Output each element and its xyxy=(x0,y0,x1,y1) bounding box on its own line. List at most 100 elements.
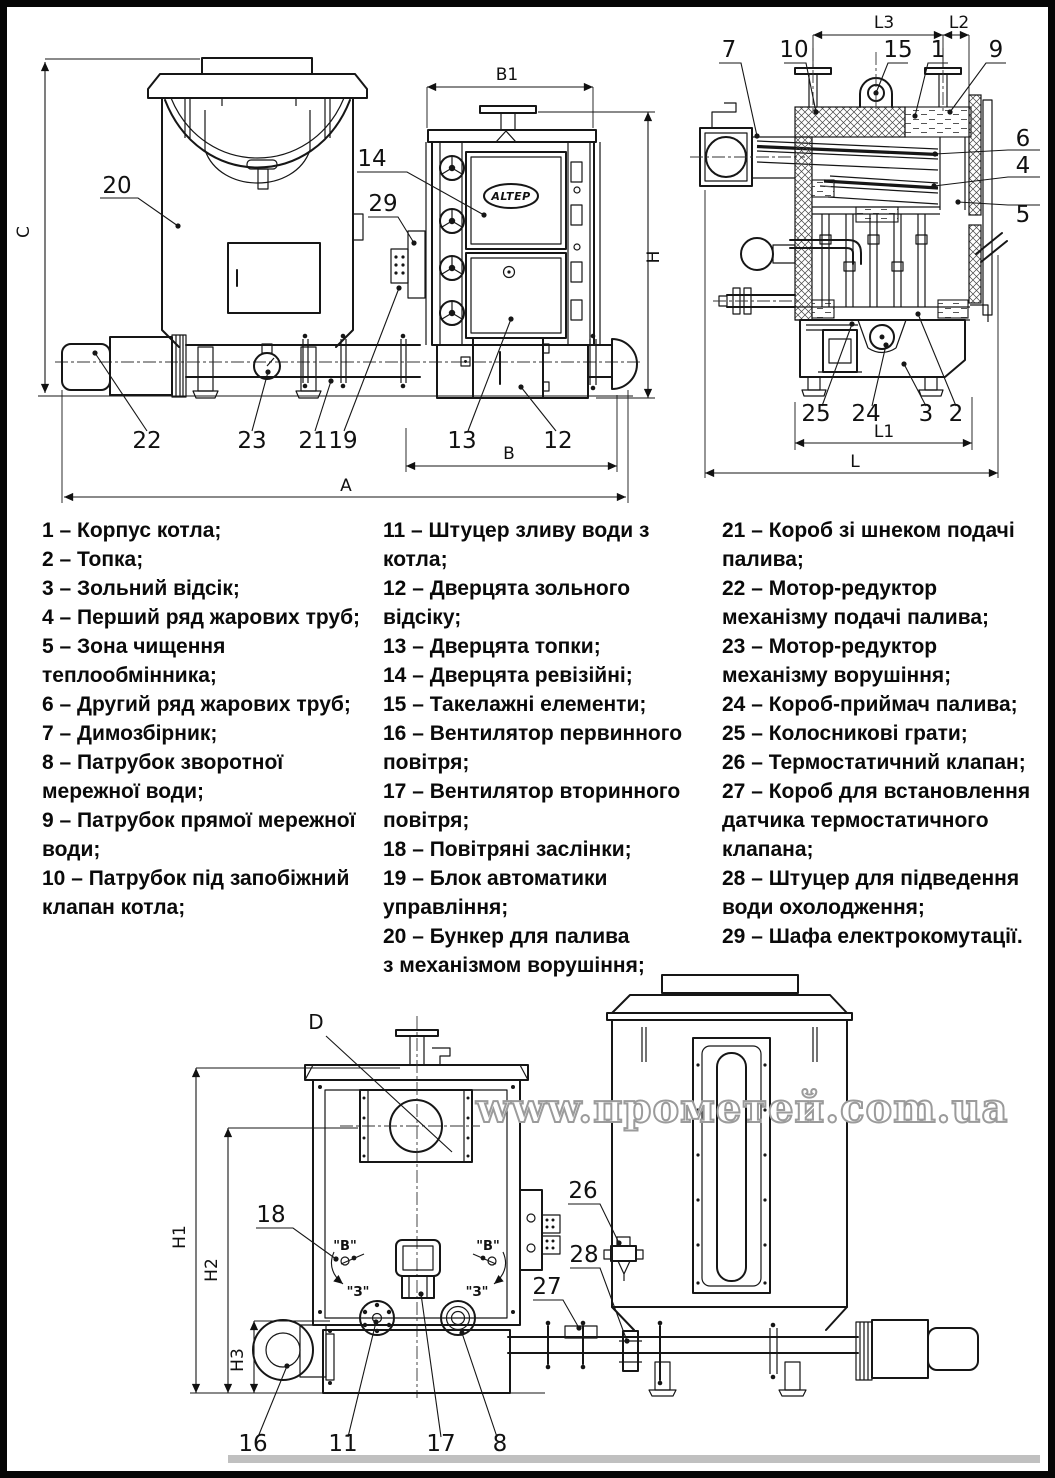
electric-cabinet xyxy=(407,230,426,299)
callout-18: 18 xyxy=(256,1202,285,1228)
callout-8: 8 xyxy=(493,1431,508,1457)
revision-door xyxy=(465,151,567,250)
callout-16: 16 xyxy=(238,1431,267,1457)
bunker-access-door xyxy=(227,242,321,314)
dim-label-B1: B1 xyxy=(496,65,518,85)
fan-scroll xyxy=(740,237,774,271)
auger-end-cap xyxy=(611,338,638,390)
legend-item: 17 – Вентилятор вторинного повітря; xyxy=(383,780,681,832)
dim-label-C: C xyxy=(14,226,34,238)
bunker-top-cap xyxy=(201,57,313,75)
legend-item: 28 – Штуцер для підведення води охолодже… xyxy=(722,867,1020,919)
door-handwheels xyxy=(439,155,465,326)
watermark: www.прометей.com.ua xyxy=(475,1084,1009,1133)
inspection-window-frame xyxy=(692,1037,771,1294)
callout-6: 6 xyxy=(1016,126,1031,152)
callout-22: 22 xyxy=(132,428,161,454)
legend-item: 8 – Патрубок зворотної мережної води; xyxy=(42,751,284,803)
damper-open-label: "В" xyxy=(476,1239,499,1254)
damper-closed-label: "З" xyxy=(466,1285,489,1300)
legend-item: 20 – Бункер для палива з механізмом вору… xyxy=(383,925,645,977)
feed-motor xyxy=(927,1327,979,1371)
callout-2: 2 xyxy=(949,401,964,427)
boiler-base xyxy=(322,1329,511,1394)
legend-item: 22 – Мотор-редуктор механізму подачі пал… xyxy=(722,577,990,629)
bunker-body-rear xyxy=(611,1019,848,1308)
drawing-boiler-rear-view: H1 H2 H3 D xyxy=(170,1010,561,1457)
legend-item: 18 – Повітряні заслінки; xyxy=(383,838,632,861)
legend-item: 19 – Блок автоматики управління; xyxy=(383,867,608,919)
drawing-fuel-bunker-side-view: 20 22 23 21 19 C A xyxy=(14,57,640,503)
automation-control-unit xyxy=(390,248,409,284)
callout-10: 10 xyxy=(779,37,808,63)
sensor-box-panel xyxy=(519,1189,543,1271)
outlet-stub-flange xyxy=(479,105,537,114)
dim-label-B: B xyxy=(503,444,515,464)
legend-item: 23 – Мотор-редуктор механізму ворушіння; xyxy=(722,635,952,687)
callout-15: 15 xyxy=(883,37,912,63)
legend-item: 21 – Короб зі шнеком подачі палива; xyxy=(722,519,1015,571)
callout-4: 4 xyxy=(1016,153,1031,179)
cleaning-zone xyxy=(939,137,966,210)
stirring-gearbox xyxy=(109,336,173,396)
callout-20: 20 xyxy=(102,173,131,199)
legend-item: 1 – Корпус котла; xyxy=(42,519,222,542)
altep-logo: ALTEP xyxy=(490,190,530,203)
legend-item: 2 – Топка; xyxy=(42,548,144,571)
dim-label-D: D xyxy=(308,1010,323,1034)
legend-column-1: 1 – Корпус котла; 2 – Топка; 3 – Зольний… xyxy=(42,516,387,922)
drawing-bunker-rear-view: 26 28 27 xyxy=(507,974,979,1397)
callout-12: 12 xyxy=(543,428,572,454)
ash-compartment xyxy=(799,319,966,378)
dim-label-H3: H3 xyxy=(228,1348,248,1372)
callout-14: 14 xyxy=(357,146,386,172)
ash-door xyxy=(472,337,544,399)
air-damper-right: "В" "З" xyxy=(466,1239,507,1300)
dim-label-L2: L2 xyxy=(949,13,969,33)
air-damper-left: "В" "З" xyxy=(330,1239,370,1300)
dim-label-L1: L1 xyxy=(874,422,894,442)
callout-25: 25 xyxy=(801,401,830,427)
legend-item: 11 – Штуцер зливу води з котла; xyxy=(383,519,650,571)
dim-label-L3: L3 xyxy=(874,13,894,33)
callout-5: 5 xyxy=(1016,202,1031,228)
callout-13: 13 xyxy=(447,428,476,454)
inspection-slot xyxy=(716,1052,747,1282)
callout-1: 1 xyxy=(931,37,946,63)
primary-air-fan xyxy=(252,1319,314,1381)
legend-item: 3 – Зольний відсік; xyxy=(42,577,240,600)
feed-gearbox xyxy=(871,1319,929,1379)
legend-item: 24 – Короб-приймач палива; xyxy=(722,693,1018,716)
callout-9: 9 xyxy=(989,37,1004,63)
drawing-boiler-front-view: ALTEP 14 29 13 xyxy=(357,65,664,472)
legend-item: 13 – Дверцята топки; xyxy=(383,635,601,658)
dim-label-A: A xyxy=(340,476,352,496)
altep-logo-oval xyxy=(483,183,539,209)
thermo-sensor-box xyxy=(564,1325,598,1339)
return-water-connection xyxy=(440,1300,476,1336)
callout-19: 19 xyxy=(328,428,357,454)
legend-item: 12 – Дверцята зольного відсіку; xyxy=(383,577,631,629)
firebox-door xyxy=(465,252,567,339)
damper-closed-label: "З" xyxy=(347,1285,370,1300)
feed-auger-pipe xyxy=(507,1336,859,1354)
bunker-lid-arc xyxy=(164,99,351,169)
legend-item: 9 – Патрубок прямої мережної води; xyxy=(42,809,356,861)
furnace-tubes xyxy=(821,214,926,307)
callout-26: 26 xyxy=(568,1178,597,1204)
legend-item: 10 – Патрубок під запобіжний клапан котл… xyxy=(42,867,350,919)
top-drawings: 20 22 23 21 19 C A xyxy=(14,13,1040,503)
legend-item: 25 – Колосникові грати; xyxy=(722,722,968,745)
dim-label-H1: H1 xyxy=(170,1225,190,1249)
callout-24: 24 xyxy=(851,401,880,427)
callout-7: 7 xyxy=(722,37,737,63)
legend-item: 16 – Вентилятор первинного повітря; xyxy=(383,722,683,774)
dim-label-L: L xyxy=(850,452,860,472)
callout-21: 21 xyxy=(298,428,327,454)
fire-tubes-second-row xyxy=(756,140,939,171)
legend-column-3: 21 – Короб зі шнеком подачі палива; 22 –… xyxy=(722,516,1047,951)
bottom-drawings: H1 H2 H3 D xyxy=(170,974,979,1457)
legend-item: 7 – Димозбірник; xyxy=(42,722,218,745)
grate-bars xyxy=(806,324,858,331)
